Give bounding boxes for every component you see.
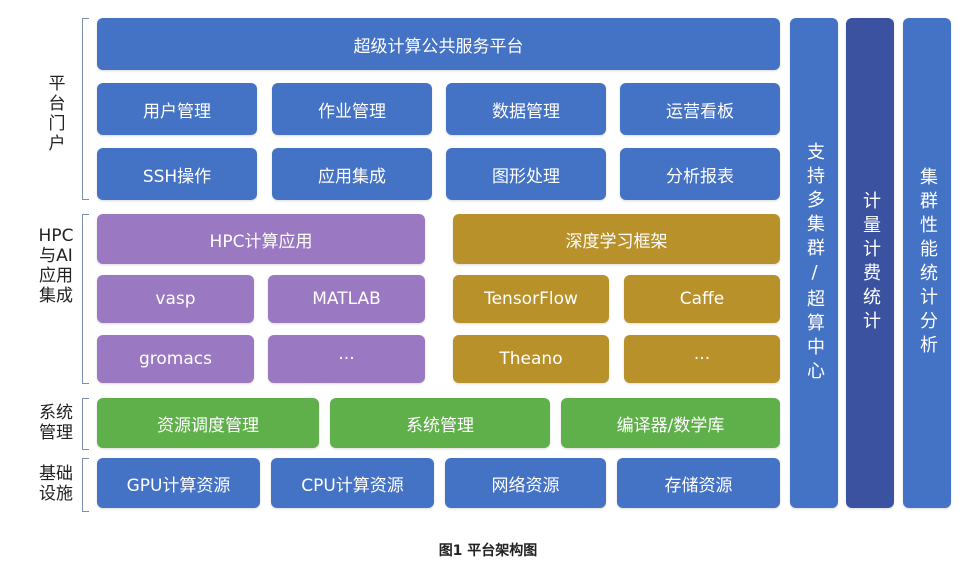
- dl-tensorflow: TensorFlow: [453, 275, 609, 323]
- portal-ops-board: 运营看板: [620, 83, 780, 135]
- sys-label: 系统管理: [39, 403, 73, 443]
- hpc-matlab: MATLAB: [268, 275, 425, 323]
- portal-app-int: 应用集成: [272, 148, 432, 200]
- portal-graphics: 图形处理: [446, 148, 606, 200]
- sys-bracket: [82, 398, 89, 450]
- hpc-ai-bracket: [82, 214, 89, 384]
- dl-caffe: Caffe: [624, 275, 780, 323]
- sys-scheduler: 资源调度管理: [97, 398, 319, 448]
- platform-title-box: 超级计算公共服务平台: [97, 18, 780, 70]
- infra-network: 网络资源: [445, 458, 606, 508]
- portal-job-mgmt: 作业管理: [272, 83, 432, 135]
- figure-caption: 图1 平台架构图: [438, 543, 538, 559]
- hpc-more: ···: [268, 335, 425, 383]
- sys-system: 系统管理: [330, 398, 550, 448]
- infra-gpu: GPU计算资源: [97, 458, 260, 508]
- hpc-header: HPC计算应用: [97, 214, 425, 264]
- hpc-vasp: vasp: [97, 275, 254, 323]
- portal-user-mgmt: 用户管理: [97, 83, 257, 135]
- portal-reports: 分析报表: [620, 148, 780, 200]
- side-perf-stats: 集群性能统计分析: [903, 18, 951, 508]
- portal-label: 平台门户: [48, 74, 66, 154]
- dl-theano: Theano: [453, 335, 609, 383]
- portal-bracket: [82, 18, 89, 200]
- side-billing: 计量计费统计: [846, 18, 894, 508]
- dl-header: 深度学习框架: [453, 214, 780, 264]
- infra-label: 基础设施: [39, 464, 73, 504]
- sys-compiler: 编译器/数学库: [561, 398, 780, 448]
- hpc-ai-label: HPC与AI应用集成: [38, 226, 74, 306]
- portal-ssh: SSH操作: [97, 148, 257, 200]
- infra-cpu: CPU计算资源: [271, 458, 434, 508]
- dl-more: ···: [624, 335, 780, 383]
- hpc-gromacs: gromacs: [97, 335, 254, 383]
- infra-bracket: [82, 458, 89, 512]
- portal-data-mgmt: 数据管理: [446, 83, 606, 135]
- side-multi-cluster: 支持多集群/超算中心: [790, 18, 838, 508]
- infra-storage: 存储资源: [617, 458, 780, 508]
